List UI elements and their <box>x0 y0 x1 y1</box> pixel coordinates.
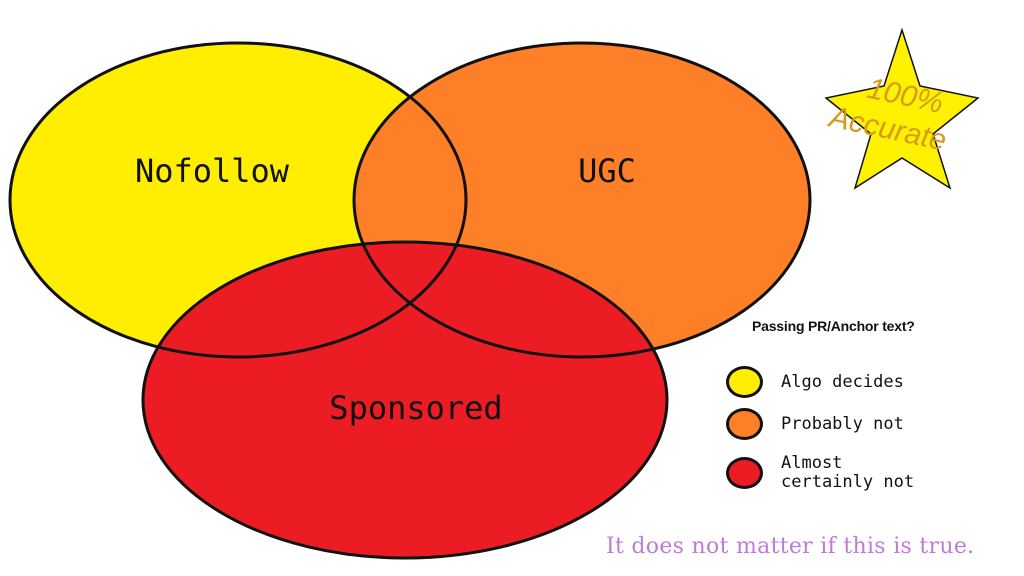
legend-title: Passing PR/Anchor text? <box>752 318 915 334</box>
ugc-label: UGC <box>578 152 636 190</box>
footnote: It does not matter if this is true. <box>606 534 975 559</box>
star-icon <box>824 27 980 190</box>
legend-label: Almost certainly not <box>781 453 915 492</box>
legend-label: Probably not <box>781 413 904 434</box>
legend-item-algo-decides: Algo decides <box>726 366 904 398</box>
legend-swatch <box>726 366 763 398</box>
accuracy-badge: 100% Accurate <box>824 27 980 190</box>
legend-swatch <box>726 408 763 440</box>
legend-item-almost-certainly-not: Almost certainly not <box>726 454 914 492</box>
sponsored-label: Sponsored <box>329 389 502 427</box>
legend-swatch <box>726 457 763 489</box>
ugc-outline <box>352 41 812 359</box>
sponsored-circle <box>143 242 667 558</box>
legend-item-probably-not: Probably not <box>726 408 904 440</box>
nofollow-label: Nofollow <box>135 152 290 190</box>
nofollow-outline <box>8 41 468 359</box>
legend-label: Algo decides <box>781 371 904 392</box>
sponsored-outline <box>141 240 669 560</box>
